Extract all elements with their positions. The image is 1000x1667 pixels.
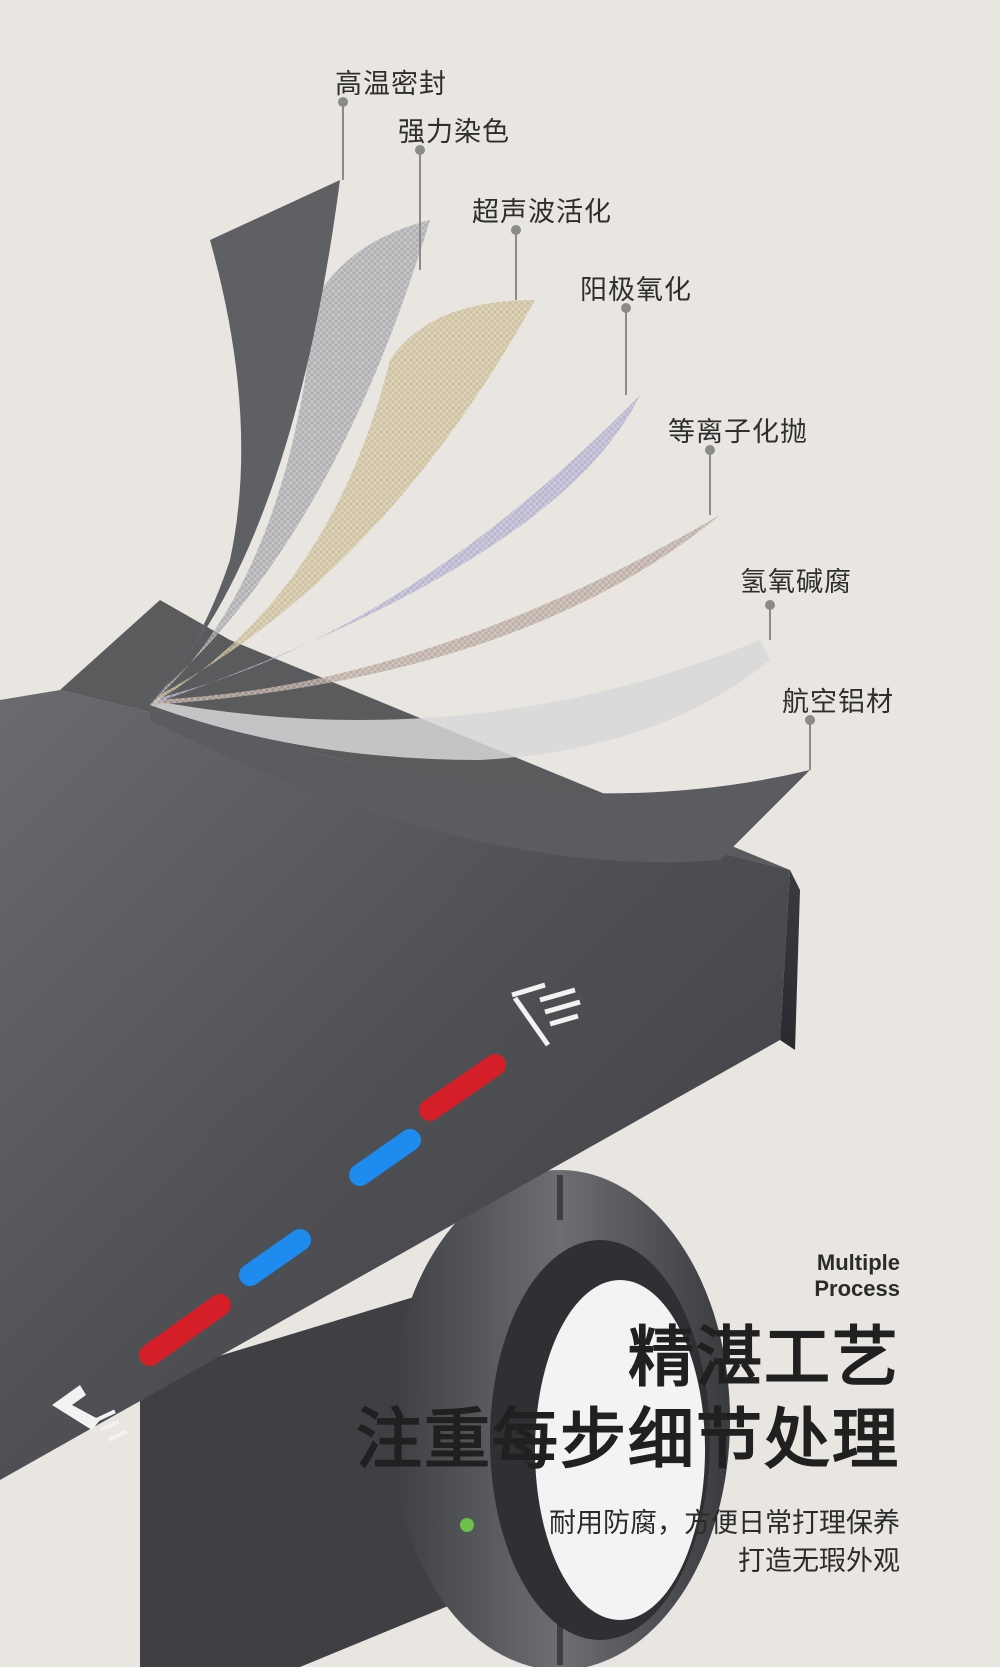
subtitle-line2: 打造无瑕外观 (738, 1546, 900, 1577)
layer-label-anodize: 阳极氧化 (580, 275, 692, 306)
main-title-line2: 注重每步细节处理 (356, 1401, 900, 1478)
layer-label-ultrasonic: 超声波活化 (472, 197, 612, 228)
leader-lines (338, 97, 815, 770)
sheet-dye-mesh (150, 220, 430, 705)
english-heading-line1: Multiple (816, 1250, 900, 1275)
layer-label-dye: 强力染色 (398, 117, 510, 148)
english-heading: Multiple Process (814, 1250, 900, 1302)
layer-label-aluminum: 航空铝材 (782, 687, 894, 718)
sheet-ultrasonic-mesh (150, 300, 535, 705)
cold-marker (349, 1129, 421, 1186)
sheet-aluminum (150, 700, 810, 863)
english-heading-line2: Process (814, 1276, 900, 1301)
faucet-knob (390, 1170, 730, 1667)
sheet-alkali (150, 640, 770, 760)
faucet-icon (52, 1385, 128, 1442)
accent-dot (460, 1518, 474, 1532)
temperature-markers (139, 1054, 506, 1366)
subtitle: 耐用防腐，方便日常打理保养 打造无瑕外观 (549, 1505, 900, 1581)
hot-marker (419, 1054, 506, 1121)
layer-label-plasma: 等离子化抛 (668, 417, 808, 448)
hot-marker (139, 1294, 231, 1366)
main-title-line1: 精湛工艺 (628, 1319, 900, 1396)
sheet-seal (150, 180, 340, 705)
layer-label-alkali: 氢氧碱腐 (740, 567, 852, 598)
cold-marker (239, 1229, 311, 1286)
shower-icon (511, 982, 581, 1047)
layer-sheets (150, 180, 810, 863)
subtitle-line1: 耐用防腐，方便日常打理保养 (549, 1508, 900, 1539)
layer-label-seal: 高温密封 (335, 69, 447, 100)
